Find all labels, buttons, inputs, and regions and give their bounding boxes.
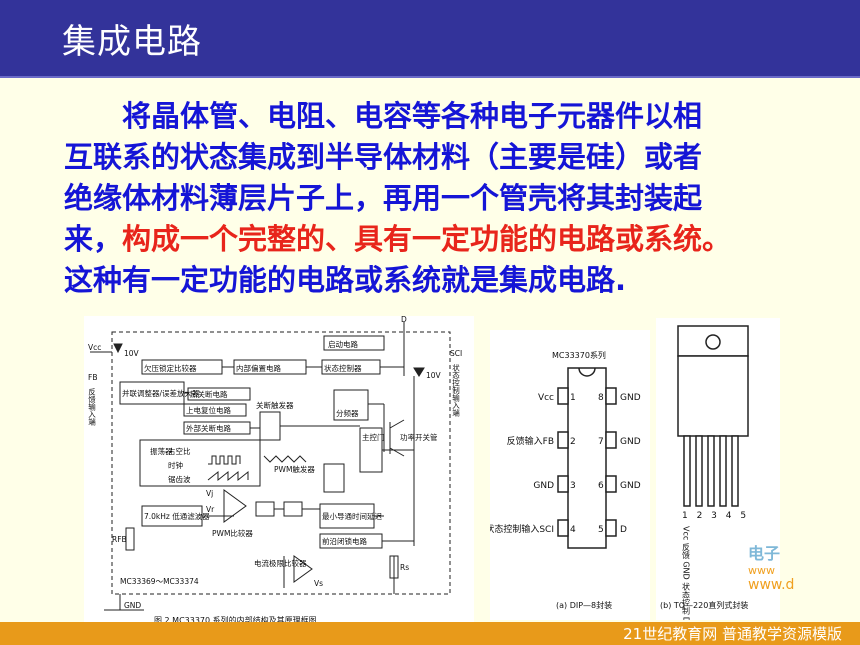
- label-pwm-comp: PWM比较器: [212, 528, 253, 538]
- label-main-gate: 主控门: [362, 432, 385, 442]
- block-shutdown-ff: 关断触发器: [256, 400, 294, 410]
- paragraph-line-2: 互联系的状态集成到半导体材料（主要是硅）或者: [64, 140, 703, 174]
- slide-title: 集成电路: [62, 22, 202, 62]
- dip-series-label: MC33370系列: [552, 350, 606, 360]
- paragraph-line-4: 来，构成一个完整的、具有一定功能的电路或系统。: [64, 222, 732, 256]
- to220-figure: 1 2 3 4 5 Vcc 反馈 GND 状态控制 D (b) TO—220直列…: [656, 318, 780, 623]
- to220-caption: (b) TO—220直列式封装: [660, 600, 748, 610]
- block-thermal: 热关断电路: [190, 389, 228, 399]
- label-vs: Vs: [314, 579, 323, 588]
- block-regulator: 并联调整器/误差放大器: [122, 388, 200, 398]
- label-vcc: Vcc: [88, 343, 101, 352]
- dip-pin-1-label: Vcc: [538, 393, 554, 403]
- body-paragraph: 将晶体管、电阻、电容等各种电子元器件以相 互联系的状态集成到半导体材料（主要是硅…: [64, 96, 824, 301]
- to220-pin-labels: Vcc 反馈 GND 状态控制 D: [682, 526, 691, 620]
- to220-body: [677, 355, 749, 437]
- label-part: MC33369～MC33374: [120, 577, 199, 586]
- block-divider: 分频器: [336, 408, 359, 418]
- label-rfb: RFB: [112, 535, 127, 544]
- watermark-logo: 电子 www www.d: [748, 540, 795, 610]
- slide-header: 集成电路: [0, 0, 860, 78]
- block-state-ctrl: 状态控制器: [324, 363, 362, 373]
- label-vr: Vr: [206, 505, 215, 514]
- label-10v-right: 10V: [426, 371, 442, 380]
- label-sawtooth: 锯齿波: [168, 474, 191, 484]
- block-uvlo: 欠压锁定比较器: [144, 363, 197, 373]
- dip-pin-7-num: 7: [598, 437, 604, 447]
- dip8-figure: MC33370系列 1 2 3 4 8 7 6 5 Vcc 反馈输入FB GND…: [485, 330, 650, 620]
- footer-bar: 21世纪教育网 普通教学资源模版: [0, 622, 860, 645]
- paragraph-line-3: 绝缘体材料薄层片子上，再用一个管壳将其封装起: [64, 181, 703, 215]
- label-10v-left: 10V: [124, 349, 140, 358]
- dip-pin-8-num: 8: [598, 393, 604, 403]
- dip-pin-6-label: GND: [620, 481, 641, 491]
- block-diagram-figure: Vcc 10V FB D SCI 10V 启动电路 欠压锁定比较器 内部偏置电路…: [84, 315, 474, 628]
- block-por: 上电复位电路: [186, 405, 231, 415]
- footer-text: 21世纪教育网 普通教学资源模版: [623, 625, 842, 643]
- label-duty: 占空比: [168, 446, 191, 456]
- label-sci-vertical: 状态控制输入端: [451, 363, 460, 418]
- label-gnd: GND: [124, 601, 141, 610]
- watermark-line-3: www.d: [748, 577, 795, 593]
- label-fb-vertical: 反馈输入端: [87, 387, 96, 427]
- block-min-on: 最小导通时间延迟: [322, 511, 382, 521]
- label-clock: 时钟: [168, 460, 183, 470]
- dip-pin-2-num: 2: [570, 437, 576, 447]
- label-power-switch: 功率开关管: [400, 432, 438, 442]
- dip-pin-2-label: 反馈输入FB: [507, 435, 554, 447]
- block-ext-shutdown: 外部关断电路: [186, 423, 231, 433]
- to220-svg: 1 2 3 4 5 Vcc 反馈 GND 状态控制 D (b) TO—220直列…: [660, 325, 749, 623]
- dip-body: [567, 367, 607, 549]
- dip-pin-8-label: GND: [620, 393, 641, 403]
- label-sci: SCI: [450, 349, 462, 358]
- dip8-svg: MC33370系列 1 2 3 4 8 7 6 5 Vcc 反馈输入FB GND…: [485, 350, 641, 610]
- block-leb: 前沿闭锁电路: [322, 536, 367, 546]
- dip-pin-4-num: 4: [570, 525, 576, 535]
- label-d: D: [401, 316, 407, 324]
- paragraph-line-1: 将晶体管、电阻、电容等各种电子元器件以相: [122, 99, 703, 133]
- dip-pin-3-num: 3: [570, 481, 576, 491]
- dip-pin-5-label: D: [620, 525, 627, 535]
- block-bias: 内部偏置电路: [236, 363, 281, 373]
- to220-mount-hole: [705, 334, 721, 350]
- dip-pin-4-label: 状态控制输入SCI: [490, 523, 554, 535]
- paragraph-line-5: 这种有一定功能的电路或系统就是集成电路.: [64, 263, 627, 297]
- label-pwm-trigger: PWM触发器: [274, 464, 315, 474]
- block-diagram-svg: Vcc 10V FB D SCI 10V 启动电路 欠压锁定比较器 内部偏置电路…: [87, 315, 462, 625]
- dip-notch: [578, 367, 596, 377]
- watermark-line-1: 电子: [748, 544, 781, 563]
- watermark-line-2: www: [748, 564, 775, 577]
- highlighted-text: 构成一个完整的、具有一定功能的电路或系统。: [122, 222, 732, 256]
- label-vj: Vj: [206, 489, 213, 498]
- to220-pin-numbers: 1 2 3 4 5: [682, 511, 749, 521]
- label-osc: 振荡器: [150, 446, 173, 456]
- dip-pin-1-num: 1: [570, 393, 576, 403]
- dip-pin-3-label: GND: [533, 481, 554, 491]
- block-lpf: 7.0kHz 低通滤波器: [144, 511, 210, 521]
- label-rs: Rs: [400, 563, 409, 572]
- dip-pin-6-num: 6: [598, 481, 604, 491]
- dip-caption: (a) DIP—8封装: [556, 600, 612, 610]
- label-current-comp: 电流极限比较器: [254, 558, 307, 568]
- dip-pin-7-label: GND: [620, 437, 641, 447]
- block-startup: 启动电路: [328, 339, 358, 349]
- figure-caption: 图 2 MC33370 系列的内部结构及其原理框图: [154, 615, 317, 625]
- dip-pin-5-num: 5: [598, 525, 604, 535]
- label-fb: FB: [88, 373, 97, 382]
